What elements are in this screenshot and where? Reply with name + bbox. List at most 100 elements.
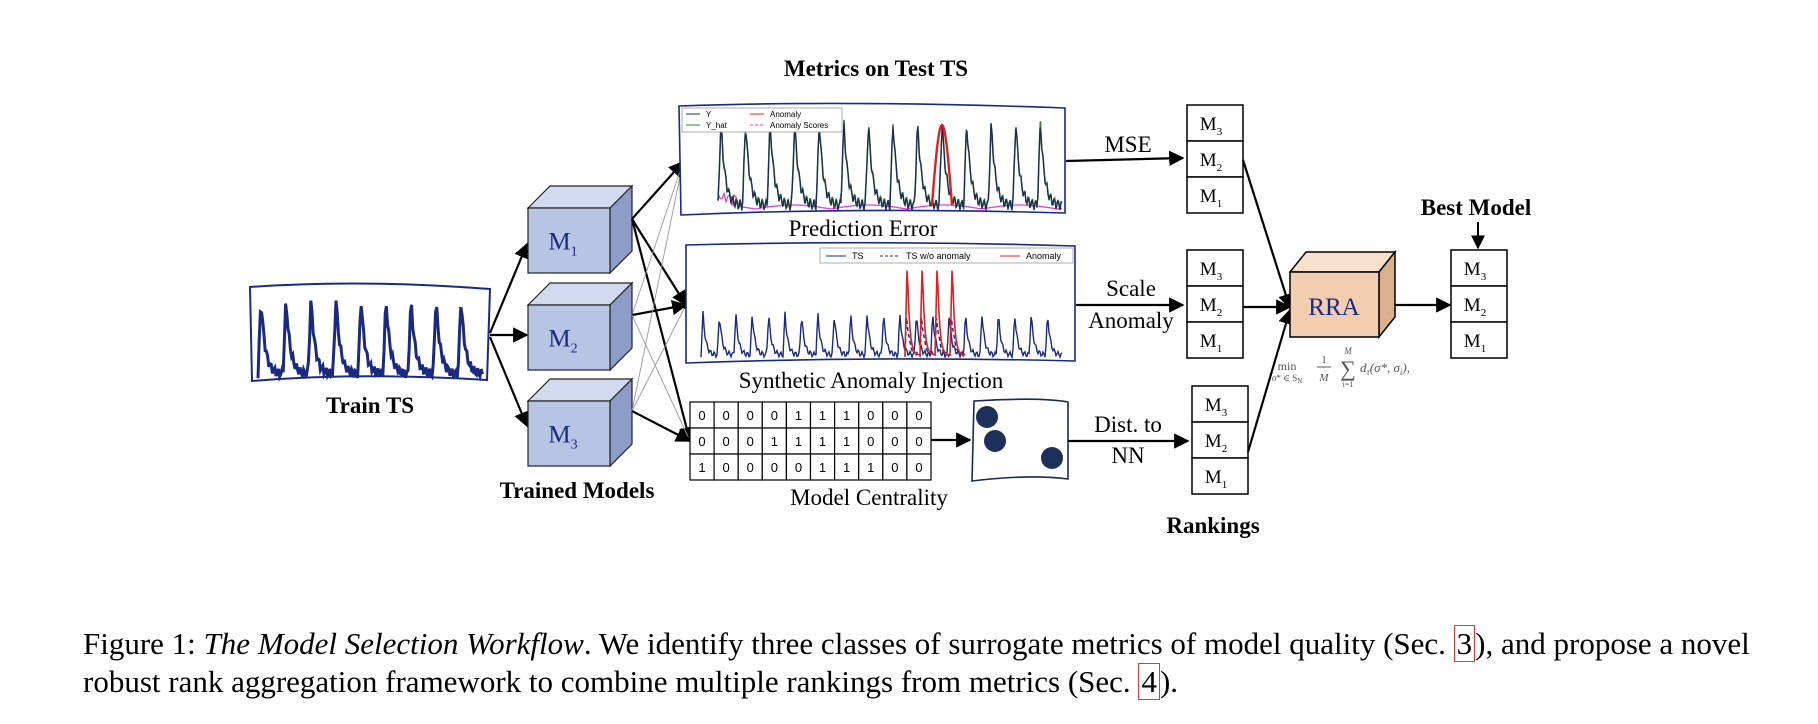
rra-formula: min σ* ∈ SN 1 M M ∑ i=1 dτ(σ*, σi), <box>1272 346 1410 389</box>
table-cell-value: 0 <box>771 460 778 475</box>
table-cell-value: 0 <box>747 434 754 449</box>
ranking-cell-label: M3 <box>1205 395 1228 419</box>
table-cell <box>906 453 932 481</box>
model-to-metric-arrows <box>630 160 694 443</box>
ranking-cell <box>1186 285 1244 323</box>
cluster-dot <box>976 406 998 428</box>
table-cell-value: 0 <box>867 434 874 449</box>
ranking-cell <box>1186 249 1244 287</box>
table-cell-value: 0 <box>915 460 922 475</box>
table-cell-value: 0 <box>747 408 754 423</box>
train-ts-label: Train TS <box>326 393 414 418</box>
table-cell-value: 0 <box>915 408 922 423</box>
model-metric-arrow <box>631 410 692 442</box>
prediction-error-panel: Y Y_hat Anomaly Anomaly Scores <box>678 102 1066 216</box>
table-cell-value: 1 <box>819 434 826 449</box>
model-metric-arrow <box>631 160 685 220</box>
ranking-cell <box>1186 176 1244 214</box>
legend-anomaly: Anomaly <box>770 110 801 119</box>
caption-part3: ). <box>1159 664 1179 699</box>
legend-yhat: Y_hat <box>706 121 728 130</box>
svg-text:M: M <box>1318 372 1329 384</box>
table-cell-value: 0 <box>723 434 730 449</box>
mse-label: MSE <box>1104 132 1151 157</box>
table-cell-value: 0 <box>795 460 802 475</box>
caption-prefix: Figure 1: <box>83 626 204 661</box>
legend-ts-wo-anomaly: TS w/o anomaly <box>906 251 971 261</box>
prediction-error-label: Prediction Error <box>789 216 938 241</box>
model-cube-label: M3 <box>548 422 577 453</box>
ranking-cell-label: M1 <box>1205 467 1227 491</box>
legend-injected-anomaly: Anomaly <box>1026 251 1062 261</box>
table-cell <box>689 453 715 481</box>
legend-y: Y <box>706 110 712 119</box>
table-cell-value: 0 <box>891 460 898 475</box>
ranking-cell <box>1450 321 1508 359</box>
table-cell <box>785 453 812 481</box>
ranking-cell-label: M1 <box>1464 331 1486 355</box>
model-metric-arrow <box>631 218 687 307</box>
table-cell <box>761 401 787 429</box>
ranking-cell-label: M3 <box>1200 259 1223 283</box>
model-cube: M1 <box>526 184 634 275</box>
model-metric-arrow <box>631 314 691 442</box>
legend-anomaly-scores: Anomaly Scores <box>770 121 828 130</box>
model-cube: M2 <box>526 281 634 372</box>
cluster-dot <box>1041 447 1063 469</box>
caption-part1: . We identify three classes of surrogate… <box>583 626 1454 661</box>
table-cell-value: 0 <box>915 434 922 449</box>
caption-ref-section-3[interactable]: 3 <box>1453 625 1476 662</box>
table-cell-value: 1 <box>795 434 802 449</box>
model-cube-label: M1 <box>548 229 577 260</box>
svg-text:M: M <box>1343 346 1352 356</box>
ranking-cell-label: M1 <box>1200 186 1222 210</box>
trained-models-label: Trained Models <box>500 478 655 503</box>
train-ts-panel <box>248 282 492 383</box>
model-metric-arrow <box>631 161 685 412</box>
svg-text:1: 1 <box>1321 354 1327 366</box>
table-cell-value: 0 <box>891 434 898 449</box>
table-cell-value: 0 <box>723 408 730 423</box>
anomaly-label: Anomaly <box>1088 308 1174 333</box>
ranking-cell-label: M2 <box>1205 431 1227 455</box>
rra-cube: RRA <box>1288 249 1397 340</box>
table-cell-value: 0 <box>747 460 754 475</box>
table-cell-value: 0 <box>723 460 730 475</box>
ranking-cell-label: M1 <box>1200 331 1222 355</box>
ranking-cell <box>1186 321 1244 359</box>
ranking-cell-label: M3 <box>1200 114 1223 138</box>
table-cell-value: 1 <box>843 460 850 475</box>
synthetic-anomaly-panel: TS TS w/o anomaly Anomaly <box>685 241 1076 364</box>
table-cell-value: 1 <box>819 408 826 423</box>
table-cell-value: 1 <box>843 408 850 423</box>
table-cell <box>858 453 884 481</box>
train-to-model-arrows <box>488 242 529 428</box>
table-cell-value: 1 <box>819 460 826 475</box>
ranking-cell <box>1191 421 1249 459</box>
model-metric-arrow <box>631 304 687 412</box>
caption-title: The Model Selection Workflow <box>203 626 584 661</box>
synthetic-injection-label: Synthetic Anomaly Injection <box>739 368 1004 393</box>
ranking-cell-label: M2 <box>1200 150 1222 174</box>
table-cell <box>737 453 763 481</box>
cluster-panel <box>971 398 1069 482</box>
ranking-to-rra-arrows <box>1241 159 1294 453</box>
table-cell-value: 0 <box>867 408 874 423</box>
scale-label: Scale <box>1106 276 1156 301</box>
table-cell-value: 0 <box>771 408 778 423</box>
svg-text:∑: ∑ <box>1340 356 1356 381</box>
best-model-label: Best Model <box>1421 195 1532 220</box>
dist-to-label: Dist. to <box>1094 412 1162 437</box>
model-metric-arrow <box>631 299 688 317</box>
caption-ref-section-4[interactable]: 4 <box>1138 663 1160 700</box>
model-metric-arrow <box>631 161 684 316</box>
ranking-cell <box>1191 457 1249 495</box>
ranking-cell <box>1186 104 1244 142</box>
table-cell-value: 1 <box>771 434 778 449</box>
